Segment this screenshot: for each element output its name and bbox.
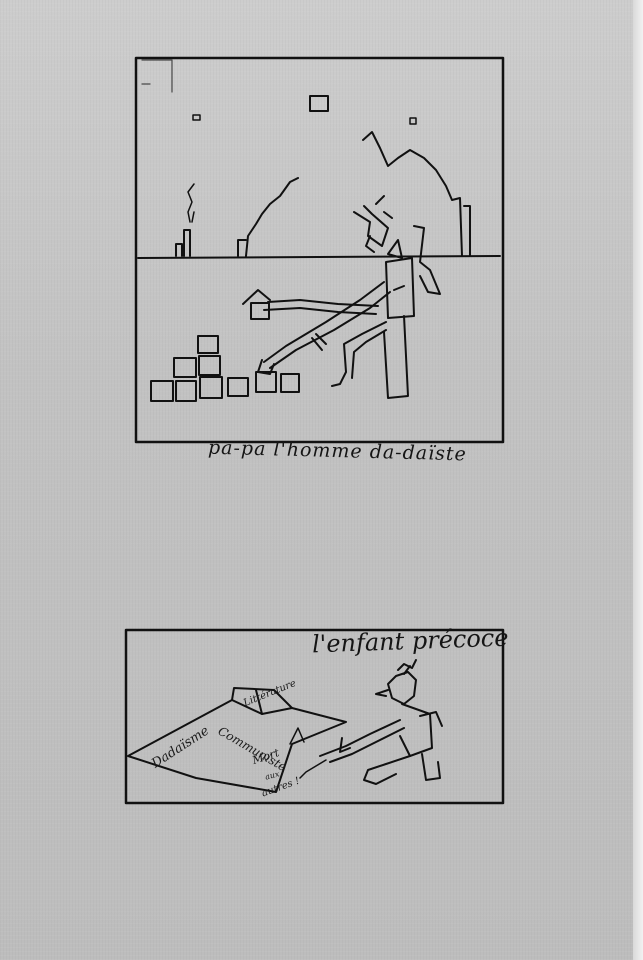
bottom-drawing-child-figure: [299, 659, 443, 785]
page-edge: [633, 0, 643, 960]
top-drawing-frame: [134, 56, 505, 444]
top-drawing-horizon: [137, 255, 501, 259]
top-drawing-figure: [257, 195, 441, 399]
top-drawing-sky-details: [175, 95, 471, 257]
top-drawing-blocks: [150, 289, 300, 402]
bottom-drawing-frame: [124, 628, 505, 805]
bottom-drawing-paper: [127, 687, 347, 793]
